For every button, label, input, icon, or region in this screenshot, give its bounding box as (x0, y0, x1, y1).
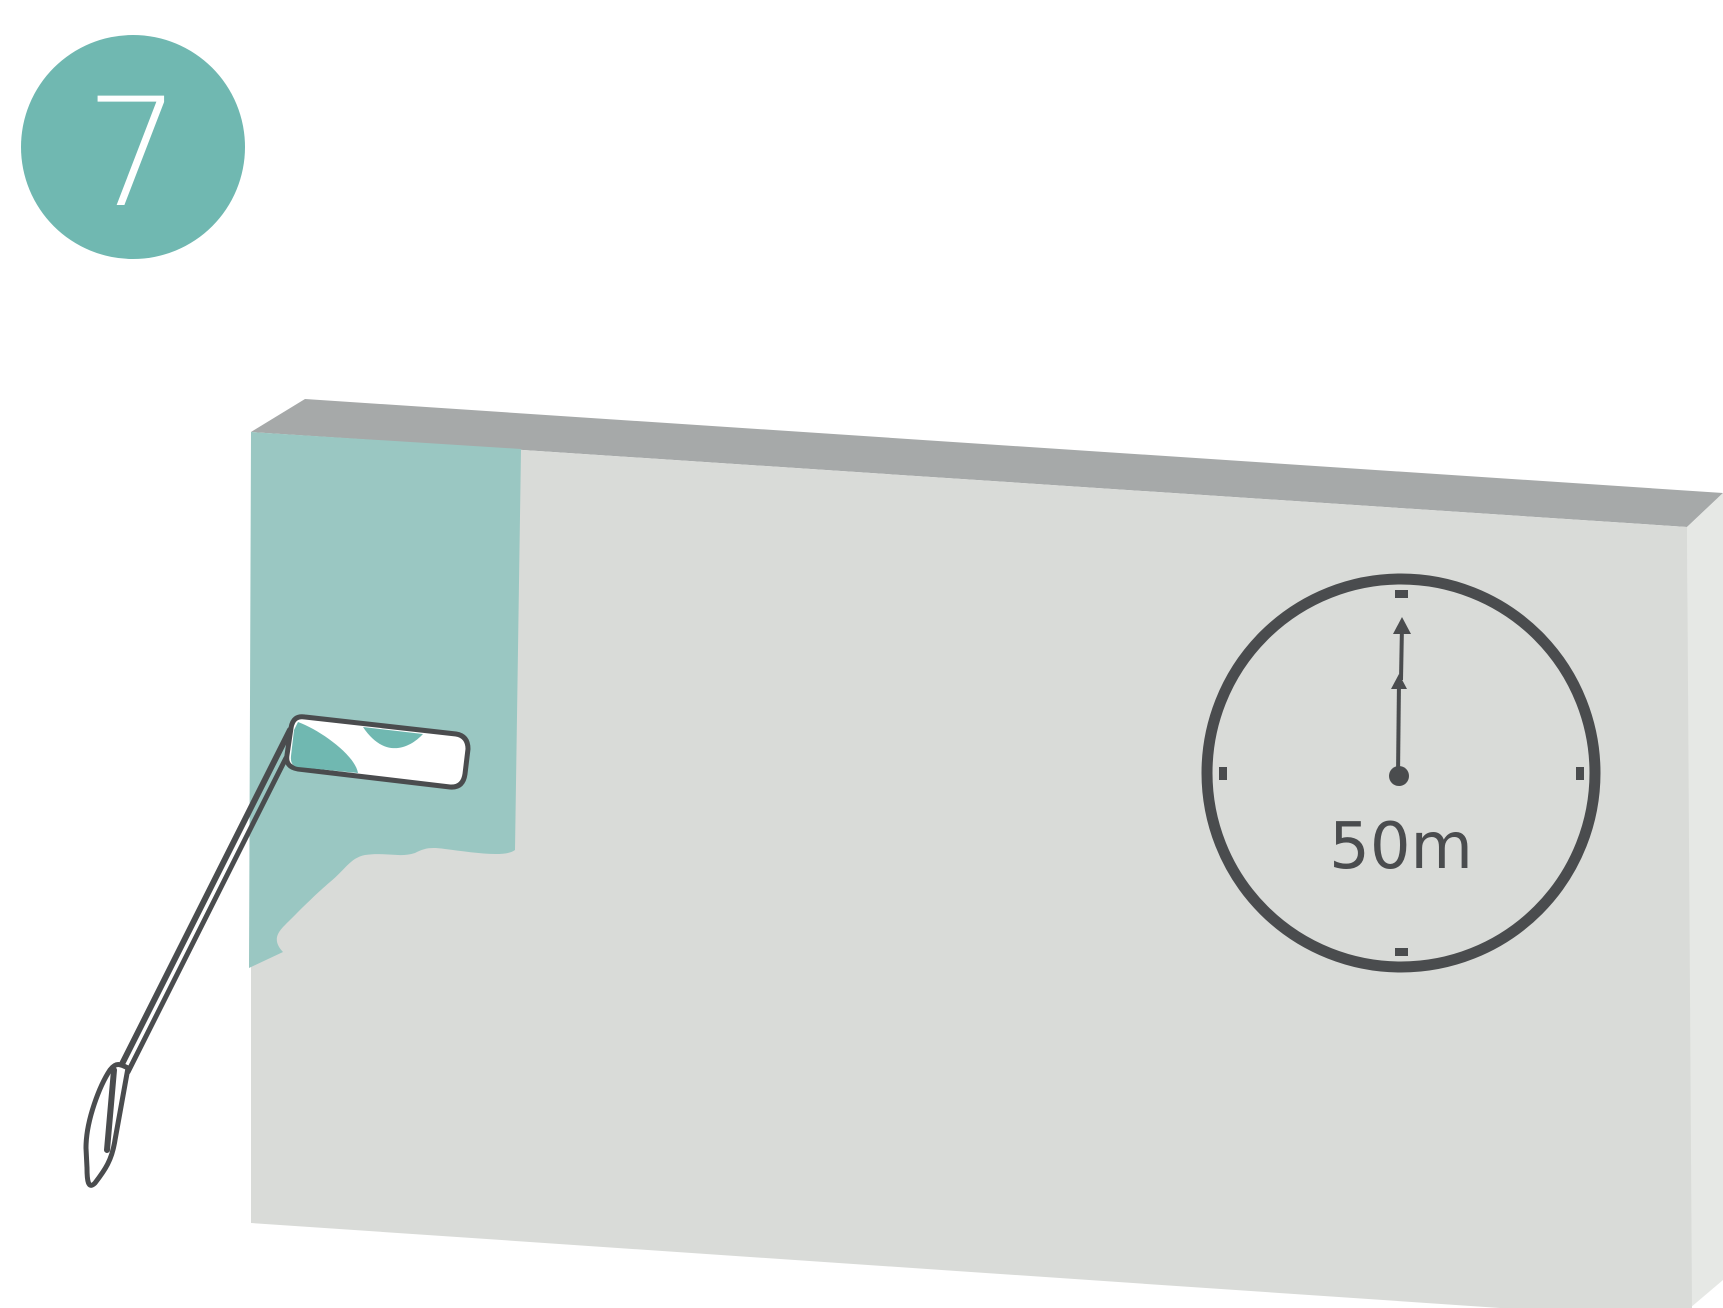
wall-side-face (1687, 493, 1723, 1308)
clock-hour-hand (1398, 680, 1399, 776)
step-badge: 7 (21, 35, 245, 259)
drying-time-label: 50m (1329, 810, 1473, 884)
clock-marker-9 (1219, 767, 1227, 780)
clock-marker-3 (1576, 767, 1584, 780)
clock-marker-6 (1395, 948, 1408, 956)
clock-center (1389, 766, 1409, 786)
step-number: 7 (85, 67, 180, 241)
clock-marker-12 (1395, 590, 1408, 598)
clock-icon: 50m (1207, 579, 1595, 967)
